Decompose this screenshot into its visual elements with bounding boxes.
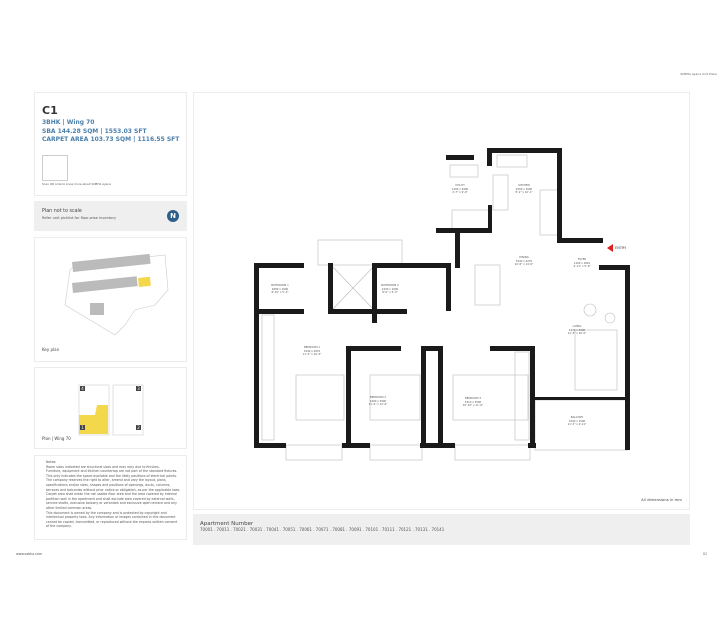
notes: Notes: Room sizes indicated are structur… xyxy=(46,460,181,529)
wing-plan-label: Plan | Wing 70 xyxy=(42,436,71,441)
room-label-line: FOYER xyxy=(577,258,587,261)
room-label-line: 1400 x 2990 xyxy=(451,187,469,191)
room-label-line: BATHROOM 2 xyxy=(381,284,399,287)
unit-type: 3BHK | Wing 70 xyxy=(42,119,95,126)
wing-unit-4: 4 xyxy=(81,386,84,391)
room-label-line: 1490 x 1810 xyxy=(573,261,591,265)
note-item: Furniture, equipment and kitchen counter… xyxy=(46,469,178,478)
wing-plan-map: 4 3 1 2 xyxy=(78,384,144,436)
room-label-line: 10'-8" x 14'-0" xyxy=(514,263,534,267)
room-label-line: 10'-10" x 11'-6" xyxy=(462,404,484,408)
room-label-line: 2680 x 1600 xyxy=(271,287,289,291)
note-item: Room sizes indicated are structural size… xyxy=(46,464,160,469)
scale-note-title: Plan not to scale xyxy=(42,209,82,214)
room-label-line: DINING xyxy=(519,256,529,259)
room-label-line: 2430 x 1600 xyxy=(381,287,399,291)
room-label-line: 3400 x 3900 xyxy=(369,399,387,403)
north-compass-icon: N xyxy=(167,210,179,222)
room-label-line: BEDROOM 1 xyxy=(303,346,320,349)
key-plan-label: Key plan xyxy=(42,347,60,352)
room-label-line: UTILITY xyxy=(455,184,465,187)
unit-carpet-area: CARPET AREA 103.73 SQM | 1116.55 SFT xyxy=(42,136,180,143)
wing-unit-3: 3 xyxy=(137,386,140,391)
wing-unit-1: 1 xyxy=(81,425,84,430)
room-label-line: BEDROOM 2 xyxy=(369,396,386,399)
apartment-number-panel xyxy=(193,514,690,545)
scale-note-panel xyxy=(34,201,187,231)
room-label-line: 2500 x 3000 xyxy=(515,187,533,191)
room-label-line: 3440 x 4970 xyxy=(303,349,321,353)
room-label-line: 8'-10" x 5'-3" xyxy=(271,291,289,295)
page-number: 01 xyxy=(703,552,708,556)
room-label-line: 11'-3" x 16'-5" xyxy=(567,332,587,336)
room-label-line: BATHROOM 1 xyxy=(271,284,289,287)
qr-caption: Scan QR code to know more about SOBHA Ay… xyxy=(42,182,111,186)
room-label-line: 4'-11" x 5'-9" xyxy=(573,265,591,269)
footer-url[interactable]: www.sobha.com xyxy=(16,552,42,556)
document-header: SOBHA Ayana Unit Plans xyxy=(680,72,717,76)
key-plan-map xyxy=(64,253,169,336)
unit-info-card xyxy=(34,92,187,196)
qr-code[interactable] xyxy=(42,155,68,181)
notes-title: Notes: xyxy=(46,460,57,464)
unit-sba: SBA 144.28 SQM | 1553.03 SFT xyxy=(42,128,147,135)
note-item: This document is owned by the company an… xyxy=(46,510,178,529)
room-label-line: 11'-3" x 16'-3" xyxy=(302,353,322,357)
dimensions-note: All dimensions in mm xyxy=(641,497,682,502)
unit-code: C1 xyxy=(42,104,58,117)
room-label-line: 11'-2" x 12'-9" xyxy=(368,403,388,407)
note-item: The company reserves the right to alter,… xyxy=(46,478,181,492)
room-label-line: BALCONY xyxy=(570,416,584,419)
room-label-line: 8'-2" x 10'-1" xyxy=(515,191,533,195)
room-label-line: LIVING xyxy=(572,325,582,328)
note-item: Carpet area shall mean the net usable fl… xyxy=(46,492,178,510)
room-label-line: BEDROOM 3 xyxy=(464,397,481,400)
key-plan-card xyxy=(34,237,187,362)
room-label-line: 11'-3" x 4'-11" xyxy=(567,423,587,427)
room-label-line: 4'-7" x 9'-9" xyxy=(452,191,468,195)
entry-arrow-icon xyxy=(607,244,613,252)
apartment-number-label: Apartment Number xyxy=(200,521,254,527)
room-label-line: 3440 x 5000 xyxy=(568,328,586,332)
wing-plan-card xyxy=(34,367,187,449)
room-label-line: 3440 x 1500 xyxy=(568,419,586,423)
wing-unit-2: 2 xyxy=(137,425,140,430)
notes-card xyxy=(34,455,187,540)
room-label-line: 3310 x 3500 xyxy=(464,400,482,404)
room-label-line: KITCHEN xyxy=(518,184,530,187)
room-label-line: 3240 x 4270 xyxy=(515,259,533,263)
room-label-line: 8'-0" x 5'-3" xyxy=(382,291,398,295)
entry-label: ENTRY xyxy=(615,246,627,250)
apartment-numbers: 70001 . 70011 . 70021 . 70031 . 70041 . … xyxy=(200,527,445,532)
scale-note-subtitle: Refer unit picklist for floor-wise inven… xyxy=(42,216,117,220)
